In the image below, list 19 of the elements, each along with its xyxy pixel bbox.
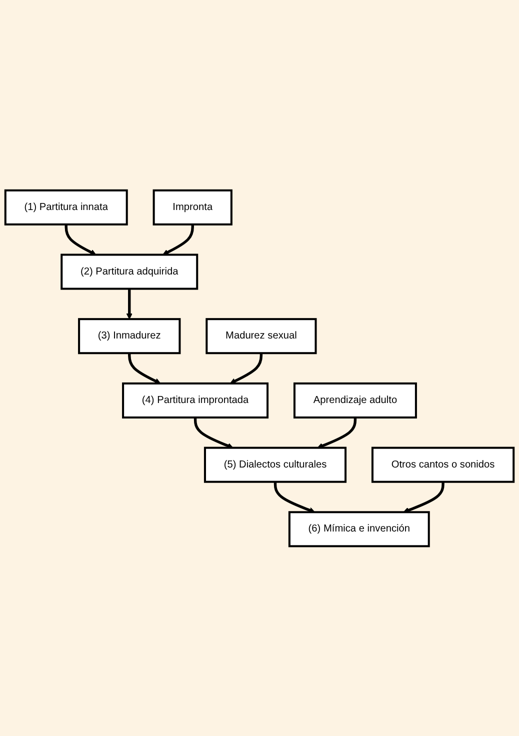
- node-box: Impronta: [152, 189, 232, 226]
- node-box: (1) Partitura innata: [4, 189, 128, 226]
- arrow: [317, 417, 357, 448]
- node-box: (2) Partitura adquirida: [60, 253, 198, 290]
- arrow: [403, 482, 444, 513]
- arrow: [64, 224, 96, 255]
- arrow: [162, 224, 194, 255]
- arrow: [128, 352, 161, 384]
- node-box: (6) Mímica e invención: [288, 510, 430, 547]
- arrow: [194, 417, 234, 448]
- arrow: [126, 288, 132, 320]
- node-box: (5) Dialectos culturales: [204, 446, 347, 483]
- node-box: Aprendizaje adulto: [293, 382, 417, 418]
- arrow: [274, 482, 316, 513]
- node-box: Madurez sexual: [206, 318, 317, 354]
- node-box: Otros cantos o sonidos: [371, 446, 515, 483]
- arrow: [230, 352, 263, 384]
- node-box: (4) Partitura improntada: [122, 382, 269, 418]
- node-box: (3) Inmadurez: [78, 318, 181, 354]
